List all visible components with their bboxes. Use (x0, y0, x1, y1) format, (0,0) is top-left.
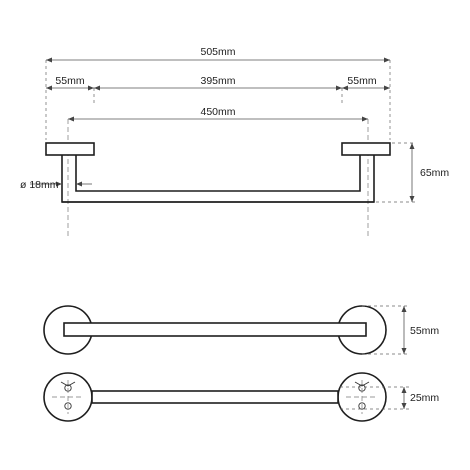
bar-height-dimension: 25mm (340, 386, 439, 410)
right-wall-rosette (341, 142, 391, 156)
projection-label: 65mm (420, 167, 449, 179)
bar-span-label: 395mm (200, 75, 235, 87)
bottom-view (43, 372, 387, 422)
front-view (45, 119, 391, 238)
right-rosette-label: 55mm (347, 75, 376, 87)
overall-width-label: 505mm (200, 46, 235, 58)
overall-width-dimension: 505mm (45, 46, 391, 140)
towel-bar-bottom (91, 390, 339, 404)
bar-height-label: 25mm (410, 392, 439, 404)
bar-diameter-label: ø 18mm (20, 179, 59, 191)
projection-dimension: 65mm (376, 142, 449, 203)
towel-bar-profile (61, 155, 375, 203)
bar-diameter-dimension: ø 18mm (20, 179, 92, 191)
rosette-diameter-dimension: 55mm (362, 305, 439, 355)
left-rosette-label: 55mm (55, 75, 84, 87)
towel-bar-top (63, 322, 367, 337)
top-view (43, 305, 387, 355)
rosette-and-span-dimensions: 55mm 395mm 55mm (46, 75, 390, 105)
left-wall-rosette (45, 142, 95, 156)
rosette-diameter-label: 55mm (410, 325, 439, 337)
left-fixing-screws-icon (52, 380, 84, 414)
center-distance-dimension: 450mm (68, 106, 368, 122)
center-distance-label: 450mm (200, 106, 235, 118)
right-fixing-screws-icon (346, 380, 378, 414)
